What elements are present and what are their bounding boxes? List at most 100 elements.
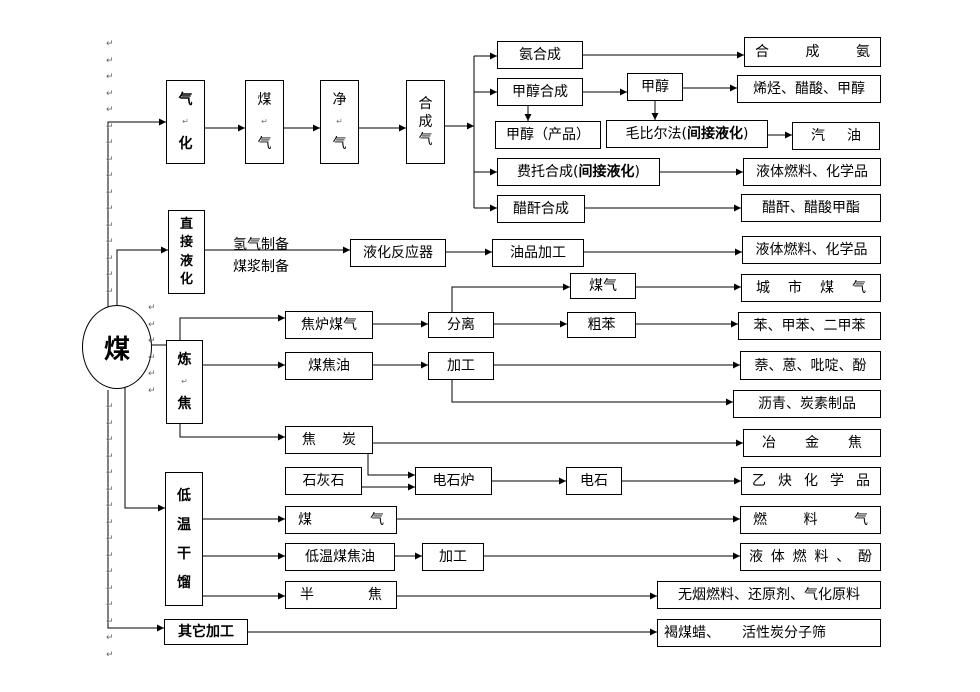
olefins-acetic-methanol-box: 烯烃、醋酸、甲醇 xyxy=(737,75,881,103)
para-mark: ↵ xyxy=(106,105,114,115)
para-mark: ↵ xyxy=(106,237,114,247)
acetylene-char: 化 xyxy=(804,473,818,489)
ft-suffix: ) xyxy=(634,164,640,180)
carbide-furnace-box: 电石炉 xyxy=(415,467,492,495)
methanol-product-box: 甲醇（产品） xyxy=(495,121,601,149)
methanol-synthesis-box: 甲醇合成 xyxy=(497,78,583,106)
coke-oven-gas-box: 焦炉煤气 xyxy=(285,311,373,339)
low-temp-gas-char: 煤 xyxy=(298,512,312,528)
acetylene-chemicals-box: 乙 炔 化 学 品 xyxy=(741,467,881,495)
para-mark: ↵ xyxy=(261,116,268,126)
acetic-anhydride-synthesis-box: 醋酐合成 xyxy=(497,195,585,223)
low-temp-gas-box: 煤 气 xyxy=(285,506,397,534)
liquid-fuel-phenol-box: 液 体 燃 料 、 酚 xyxy=(740,543,881,571)
para-mark: ↵ xyxy=(148,336,156,346)
coking-char: 炼 xyxy=(177,351,192,368)
gasification-process-box: 气 ↵ 化 xyxy=(166,80,205,164)
para-mark: ↵ xyxy=(106,468,114,478)
para-mark: ↵ xyxy=(336,116,343,126)
para-mark: ↵ xyxy=(106,600,114,610)
ammonia-char: 成 xyxy=(805,44,820,60)
para-mark: ↵ xyxy=(106,55,114,66)
para-mark: ↵ xyxy=(106,220,114,231)
syngas-char: 气 xyxy=(418,132,433,148)
coke-to-carbide-furnace xyxy=(367,454,415,479)
coal-source-node: 煤 xyxy=(82,305,152,389)
semi-coke-uses-box: 无烟燃料、还原剂、气化原料 xyxy=(657,581,881,609)
semi-coke-char: 半 xyxy=(300,587,314,603)
ammonia-synthesis-box: 氨合成 xyxy=(497,41,583,69)
liquid-fuel-chemicals-box-2: 液体燃料、化学品 xyxy=(742,236,881,264)
para-mark: ↵ xyxy=(106,534,114,544)
gasoline-char: 汽 xyxy=(811,128,825,144)
liquid-fuel-phenol-char: 、 xyxy=(836,549,851,565)
benzenes-box: 苯、甲苯、二甲苯 xyxy=(738,312,881,340)
metallurgical-coke-char: 焦 xyxy=(848,435,862,451)
para-mark: ↵ xyxy=(106,154,114,165)
mobil-process-box: 毛比尔法(间接液化) xyxy=(606,120,768,148)
syngas-char: 成 xyxy=(418,114,433,130)
coal-to-other xyxy=(107,390,164,632)
low-temp-char: 馏 xyxy=(177,574,191,591)
coal-tar-box: 煤焦油 xyxy=(285,352,373,380)
liquid-fuel-phenol-char: 酚 xyxy=(857,549,872,565)
hydrogen-prep-label: 氢气制备 xyxy=(233,237,289,253)
metallurgical-coke-box: 冶 金 焦 xyxy=(743,429,881,457)
para-mark: ↵ xyxy=(106,567,114,577)
fuel-gas-char: 料 xyxy=(803,512,818,528)
para-mark: ↵ xyxy=(106,501,114,511)
methanol-box: 甲醇 xyxy=(627,73,683,101)
para-mark: ↵ xyxy=(106,550,114,561)
other-processing-box: 其它加工 xyxy=(164,619,248,645)
tar-processing-to-pitch xyxy=(451,380,733,406)
separation-box: 分离 xyxy=(428,312,494,338)
syngas-box: 合 成 气 xyxy=(406,80,445,164)
para-mark: ↵ xyxy=(106,616,114,627)
low-temp-char: 温 xyxy=(177,516,191,533)
direct-liquefaction-char: 液 xyxy=(179,253,193,269)
liquid-fuel-phenol-char: 体 xyxy=(770,549,785,565)
clean-gas-char: 净 xyxy=(332,91,347,108)
para-mark: ↵ xyxy=(106,138,114,148)
direct-liquefaction-char: 化 xyxy=(179,272,193,288)
gasification-char: 化 xyxy=(178,136,193,153)
slurry-prep-label: 煤浆制备 xyxy=(233,259,289,275)
para-mark: ↵ xyxy=(148,385,156,396)
city-gas-char: 气 xyxy=(852,280,866,296)
limestone-box: 石灰石 xyxy=(285,467,362,495)
city-gas-box: 城 市 煤 气 xyxy=(741,274,881,302)
para-mark: ↵ xyxy=(181,376,188,386)
para-mark: ↵ xyxy=(106,583,114,594)
lowtemp-tar-box: 低温煤焦油 xyxy=(285,543,395,571)
fuel-gas-box: 燃 料 气 xyxy=(740,506,881,534)
metallurgical-coke-char: 金 xyxy=(805,435,819,451)
coke-char: 炭 xyxy=(342,432,356,448)
para-mark: ↵ xyxy=(106,171,114,181)
para-mark: ↵ xyxy=(106,204,114,214)
ammonia-char: 合 xyxy=(755,44,769,60)
para-mark: ↵ xyxy=(148,303,156,313)
low-temp-gas-char: 气 xyxy=(370,512,384,528)
para-mark: ↵ xyxy=(106,187,114,198)
coking-char: 焦 xyxy=(177,396,192,413)
low-temp-carbonization-process-box: 低 温 干 馏 xyxy=(165,472,203,606)
fuel-gas-char: 燃 xyxy=(753,512,767,528)
para-mark: ↵ xyxy=(106,39,114,49)
acetylene-char: 学 xyxy=(830,473,844,489)
coal-gas-box: 煤 ↵ 气 xyxy=(245,80,284,164)
liquid-fuel-chemicals-box-1: 液体燃料、化学品 xyxy=(743,158,881,186)
coal-to-low-temp xyxy=(124,385,165,512)
ft-indirect-liquefaction: 间接液化 xyxy=(578,164,635,180)
crude-benzene-box: 粗苯 xyxy=(567,312,636,338)
para-mark: ↵ xyxy=(148,319,156,330)
liquid-fuel-phenol-char: 料 xyxy=(814,549,829,565)
other-product-a: 褐煤蜡、 xyxy=(664,625,720,641)
para-mark: ↵ xyxy=(106,253,114,264)
ft-synthesis-box: 费托合成(间接液化) xyxy=(497,158,660,186)
oil-processing-box: 油品加工 xyxy=(492,239,584,267)
acetylene-char: 品 xyxy=(856,473,870,489)
liquefaction-reactor-box: 液化反应器 xyxy=(350,239,446,267)
mobil-indirect-liquefaction: 间接液化 xyxy=(687,126,743,142)
city-gas-char: 煤 xyxy=(820,280,834,296)
